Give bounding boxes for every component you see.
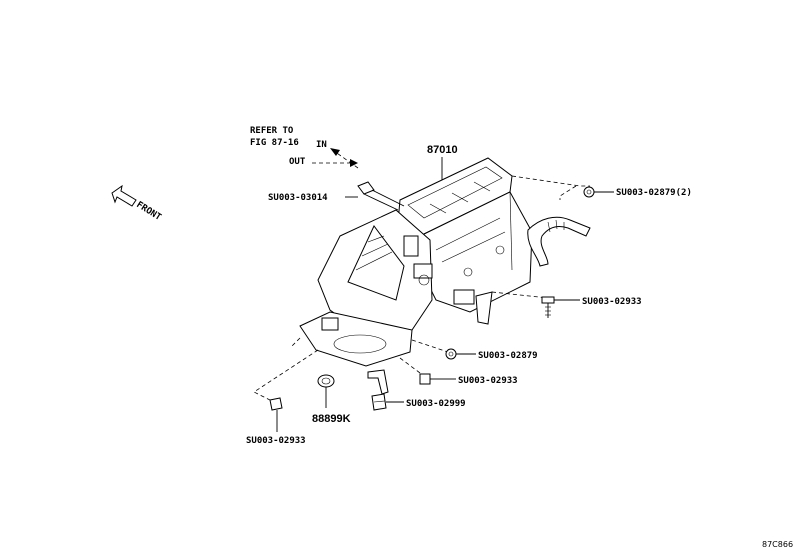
clip-upper-label: SU003-03014 [268, 193, 328, 203]
front-arrow-icon [111, 184, 137, 207]
screw-left-label: SU003-02933 [246, 436, 306, 446]
clip-upper-part [357, 181, 405, 211]
screw-right-part [541, 296, 555, 318]
in-label: IN [316, 140, 327, 150]
nut-top-right-label: SU003-02879(2) [616, 188, 692, 198]
out-arrow [312, 159, 358, 167]
front-label: FRONT [134, 200, 163, 223]
clip-lower-label: SU003-02999 [406, 399, 466, 409]
screw-mid-part [419, 373, 440, 385]
refer-fig-label: FIG 87-16 [250, 138, 299, 148]
screw-left-part [269, 397, 283, 418]
in-arrow [330, 148, 359, 169]
nut-mid-dash [411, 339, 449, 353]
nut-top-right-dash [511, 175, 590, 187]
nut-top-right-part [583, 186, 595, 198]
nut-mid-part [445, 348, 457, 360]
refer-to-label: REFER TO [250, 126, 294, 136]
screw-mid-dash [399, 357, 425, 377]
out-label: OUT [289, 157, 306, 167]
main-unit-label: 87010 [427, 144, 458, 156]
screw-mid-label: SU003-02933 [458, 376, 518, 386]
screw-right-dash [491, 291, 549, 299]
screw-right-label: SU003-02933 [582, 297, 642, 307]
nut-mid-label: SU003-02879 [478, 351, 538, 361]
diagram-code-label: 87C866 [762, 540, 793, 549]
screw-left-dash [253, 349, 319, 401]
clip-lower-part [371, 393, 387, 411]
seal-ring-part [317, 374, 335, 388]
air-conditioning-unit [299, 157, 591, 395]
seal-label: 88899K [312, 413, 351, 425]
